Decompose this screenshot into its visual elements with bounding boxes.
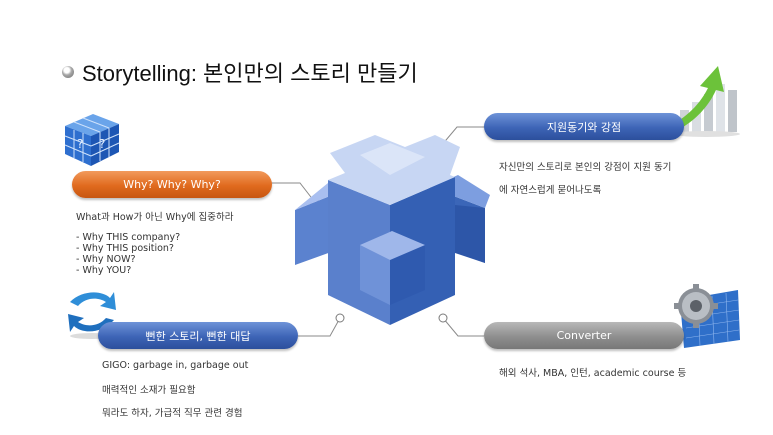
motivation-line-2: 에 자연스럽게 묻어나도록 — [499, 185, 602, 196]
gear-blueprint-icon — [674, 284, 740, 348]
motivation-pill-label: 지원동기와 강점 — [546, 120, 622, 134]
story-pill: 뻔한 스토리, 뻔한 대답 — [98, 322, 298, 349]
why-pill-label: Why? Why? Why? — [123, 178, 221, 191]
converter-pill: Converter — [484, 322, 684, 349]
title-bullet-icon — [62, 66, 74, 78]
motivation-line-1: 자신만의 스토리로 본인의 강점이 지원 동기 — [499, 162, 672, 173]
list-item: - Why THIS company? — [76, 232, 181, 243]
cross-cube-graphic — [295, 135, 490, 325]
page-title: Storytelling: 본인만의 스토리 만들기 — [62, 56, 418, 88]
converter-pill-label: Converter — [556, 329, 612, 342]
why-pill: Why? Why? Why? — [72, 171, 272, 198]
converter-description: 해외 석사, MBA, 인턴, academic course 등 — [499, 368, 687, 379]
story-line-1: GIGO: garbage in, garbage out — [102, 360, 249, 371]
why-description: What과 How가 아닌 Why에 집중하라 — [76, 212, 234, 223]
growth-chart-icon — [666, 66, 740, 137]
motivation-pill: 지원동기와 강점 — [484, 113, 684, 140]
why-list: - Why THIS company? - Why THIS position?… — [76, 232, 180, 276]
title-text: Storytelling: 본인만의 스토리 만들기 — [82, 61, 418, 86]
story-line-2: 매력적인 소재가 필요함 — [102, 385, 196, 396]
list-item: - Why YOU? — [76, 265, 132, 276]
svg-text:?: ? — [99, 137, 105, 151]
story-pill-label: 뻔한 스토리, 뻔한 대답 — [145, 329, 251, 343]
svg-text:?: ? — [77, 137, 83, 151]
list-item: - Why NOW? — [76, 254, 136, 265]
puzzle-cube-icon: ? ? — [64, 114, 120, 166]
story-line-3: 뭐라도 하자, 가급적 직무 관련 경험 — [102, 408, 243, 419]
list-item: - Why THIS position? — [76, 243, 174, 254]
